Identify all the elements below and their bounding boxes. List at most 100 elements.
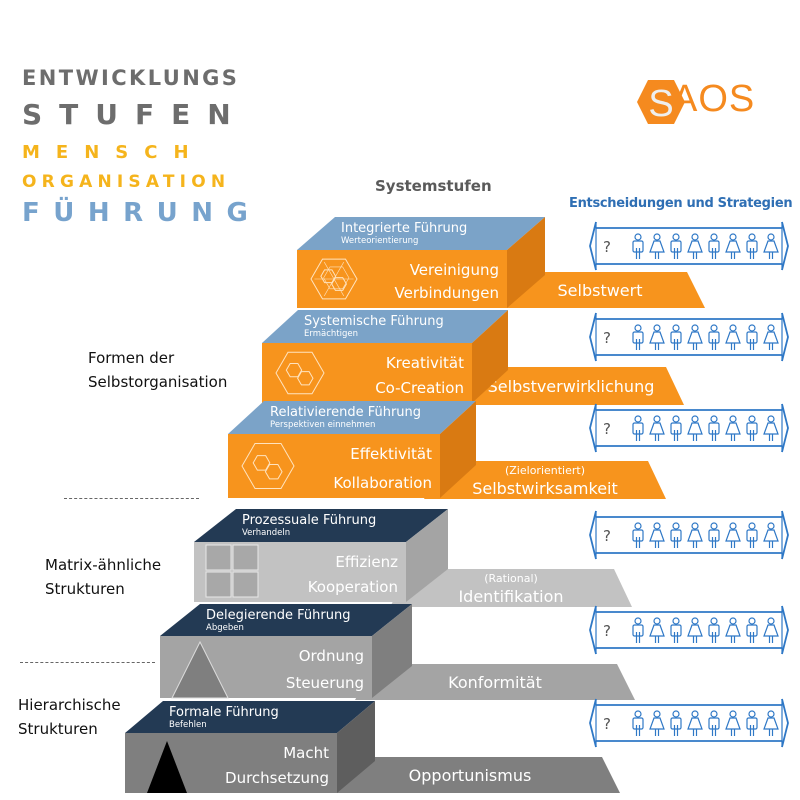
head (767, 710, 775, 718)
man-figure-icon (670, 522, 682, 548)
network-hexagon (323, 266, 350, 290)
leadership-subtitle: Perspektiven einnehmen (270, 420, 375, 430)
group-label-line2: Strukturen (45, 580, 125, 598)
inner-hexagon (285, 362, 303, 378)
leadership-title: Integrierte Führung (341, 221, 467, 236)
block-top-face (194, 509, 448, 542)
dress (649, 240, 665, 253)
divider-dashed (20, 662, 155, 663)
value-primary: Macht (283, 744, 329, 762)
arrow-right-icon (781, 698, 789, 748)
title-line-fuehrung: FÜHRUNG (22, 198, 262, 228)
group-label-line2: Strukturen (18, 720, 98, 738)
torso (746, 422, 758, 435)
woman-figure-icon (649, 233, 665, 259)
head (653, 233, 661, 241)
man-figure-icon (746, 617, 758, 643)
leadership-subtitle: Werteorientierung (341, 236, 418, 246)
woman-figure-icon (687, 710, 703, 736)
arrow-left-icon (589, 698, 597, 748)
man-figure-icon (708, 710, 720, 736)
level-3: (Zielorientiert)SelbstwirksamkeitRelativ… (228, 401, 666, 499)
woman-figure-icon (725, 415, 741, 441)
ribbon-note: (Zielorientiert) (505, 464, 585, 477)
torso (708, 529, 720, 542)
woman-figure-icon (687, 233, 703, 259)
woman-figure-icon (649, 324, 665, 350)
dress (687, 624, 703, 637)
head (767, 233, 775, 241)
network-line (333, 261, 345, 280)
block-side-face (372, 604, 412, 698)
grey-triangle-icon (171, 640, 229, 699)
value-secondary: Verbindungen (395, 284, 499, 302)
block-top-face (262, 310, 508, 343)
logo-letter: S (648, 83, 673, 125)
decision-strategy-box: ? (589, 221, 789, 271)
block-top-face (125, 701, 375, 733)
value-secondary: Durchsetzung (225, 769, 329, 787)
head (672, 233, 680, 241)
group-label-line1: Formen der (88, 349, 175, 367)
torso (708, 422, 720, 435)
head (767, 415, 775, 423)
question-mark: ? (603, 622, 611, 640)
group-label-selbstorganisation: Formen der Selbstorganisation (88, 346, 227, 394)
woman-figure-icon (687, 522, 703, 548)
value-secondary: Kooperation (308, 578, 398, 596)
torso (670, 529, 682, 542)
woman-figure-icon (649, 522, 665, 548)
head (710, 617, 718, 625)
head (729, 415, 737, 423)
attitude-ribbon (495, 272, 705, 308)
man-figure-icon (746, 415, 758, 441)
decision-strategy-box: ? (589, 605, 789, 655)
head (691, 710, 699, 718)
head (653, 710, 661, 718)
outer-hexagon (275, 351, 325, 395)
head (710, 324, 718, 332)
dress (687, 240, 703, 253)
arrow-right-icon (781, 605, 789, 655)
man-figure-icon (632, 324, 644, 350)
arrow-right-icon (781, 510, 789, 560)
torso (632, 331, 644, 344)
dress (725, 240, 741, 253)
head (672, 324, 680, 332)
head (748, 617, 756, 625)
inner-hexagon (264, 464, 283, 480)
leadership-title: Formale Führung (169, 705, 279, 720)
ribbon-label: Selbstverwirklichung (488, 377, 655, 396)
black-triangle-icon (147, 741, 187, 793)
network-line (323, 261, 335, 280)
attitude-ribbon (390, 569, 632, 607)
ribbon-label: Identifikation (458, 587, 563, 606)
woman-figure-icon (687, 617, 703, 643)
head (634, 324, 642, 332)
dress (725, 717, 741, 730)
torso (632, 240, 644, 253)
torso (632, 529, 644, 542)
head (729, 617, 737, 625)
ribbon-label: Selbstwert (558, 281, 643, 300)
block-top-face (297, 217, 545, 250)
dress (763, 331, 779, 344)
man-figure-icon (746, 324, 758, 350)
head (672, 415, 680, 423)
woman-figure-icon (725, 233, 741, 259)
group-label-line1: Hierarchische (18, 696, 121, 714)
head (653, 415, 661, 423)
torso (670, 717, 682, 730)
head (729, 233, 737, 241)
block-top-face (160, 604, 412, 636)
dress (725, 422, 741, 435)
dress (763, 529, 779, 542)
double-hexagon-icon (241, 442, 295, 490)
dress (763, 240, 779, 253)
block-side-face (472, 310, 508, 403)
block-side-face (337, 701, 375, 793)
dress (649, 422, 665, 435)
